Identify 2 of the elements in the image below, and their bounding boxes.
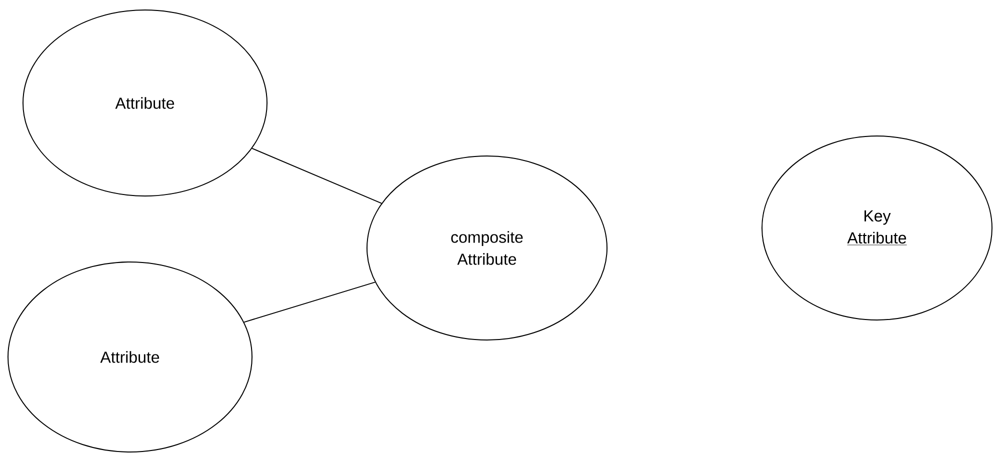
connector-line [252, 148, 382, 204]
connector-line [244, 282, 376, 323]
